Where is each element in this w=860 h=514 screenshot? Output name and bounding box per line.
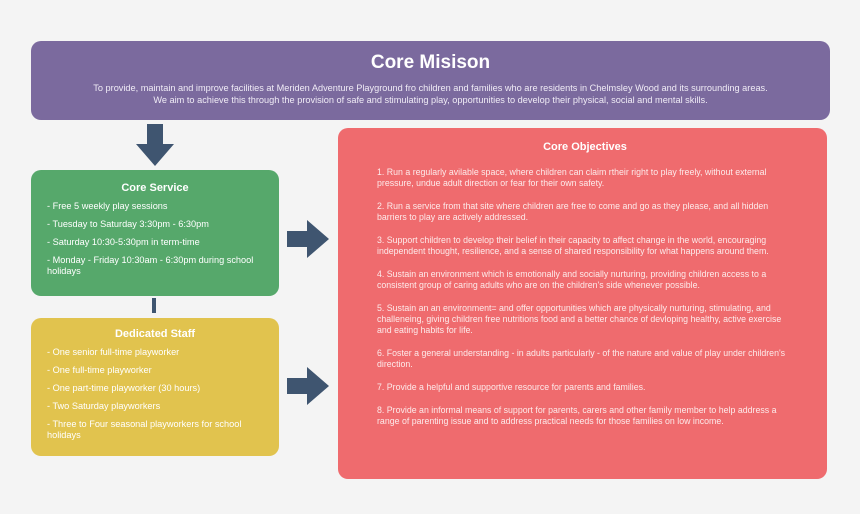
list-item: 2. Run a service from that site where ch…	[377, 201, 769, 222]
dedicated-staff-box: Dedicated Staff - One senior full-time p…	[31, 318, 279, 456]
list-item: 6. Foster a general understanding - in a…	[377, 348, 786, 369]
down-arrow-icon	[136, 124, 174, 166]
list-item: 7. Provide a helpful and supportive reso…	[377, 382, 646, 392]
dedicated-staff-title: Dedicated Staff	[114, 328, 196, 340]
core-mission-title: Core Misison	[370, 52, 491, 73]
core-service-box: Core Service - Free 5 weekly play sessio…	[31, 170, 279, 296]
core-service-list: - Free 5 weekly play sessions - Tuesday …	[47, 201, 279, 277]
core-service-title: Core Service	[121, 182, 189, 194]
list-item: 8. Provide an informal means of support …	[377, 405, 777, 426]
list-item: - Free 5 weekly play sessions	[47, 201, 168, 211]
list-item: - Monday - Friday 10:30am - 6:30pm durin…	[47, 255, 254, 276]
right-arrow-icon	[287, 367, 329, 405]
list-item: 1. Run a regularly avilable space, where…	[377, 167, 767, 188]
list-item: - Saturday 10:30-5:30pm in term-time	[47, 237, 200, 247]
list-item: 3. Support children to develop their bel…	[377, 235, 769, 256]
core-objectives-box: Core Objectives 1. Run a regularly avila…	[338, 128, 827, 479]
core-mission-box: Core Misison To provide, maintain and im…	[31, 41, 830, 120]
core-mission-text: To provide, maintain and improve facilit…	[93, 83, 768, 105]
right-arrow-icon	[287, 220, 329, 258]
list-item: - One part-time playworker (30 hours)	[47, 383, 201, 393]
list-item: - One full-time playworker	[47, 365, 152, 375]
list-item: - Two Saturday playworkers	[47, 401, 161, 411]
connector-line	[152, 298, 156, 313]
core-objectives-title: Core Objectives	[543, 141, 627, 153]
list-item: 5. Sustain an an environment= and offer …	[377, 303, 782, 335]
core-objectives-list: 1. Run a regularly avilable space, where…	[377, 167, 793, 427]
list-item: 4. Sustain an environment which is emoti…	[377, 269, 767, 290]
list-item: - Three to Four seasonal playworkers for…	[47, 419, 242, 440]
dedicated-staff-list: - One senior full-time playworker - One …	[47, 347, 279, 441]
list-item: - One senior full-time playworker	[47, 347, 180, 357]
list-item: - Tuesday to Saturday 3:30pm - 6:30pm	[47, 219, 209, 229]
